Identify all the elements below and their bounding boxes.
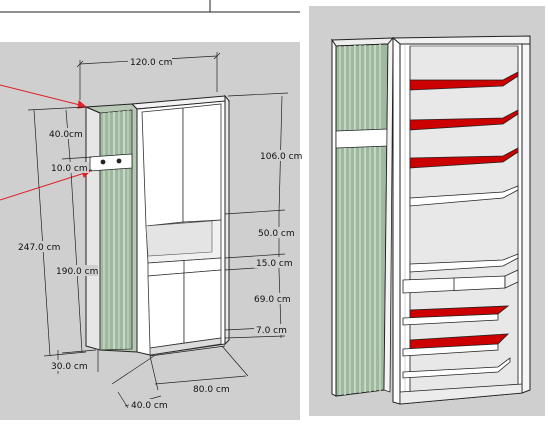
red-leaders: [0, 84, 92, 201]
glass-door: [331, 36, 395, 397]
glass-band: [89, 153, 133, 172]
plinth: [149, 337, 222, 356]
right-view: [309, 6, 545, 416]
niche-back: [145, 220, 213, 257]
shelf-white-2: [409, 253, 519, 273]
glass-surface: [99, 109, 133, 351]
glass-door-band: [335, 128, 389, 149]
label-drawer: 15.0 cm: [256, 259, 293, 269]
lower-right-door: [183, 269, 222, 344]
label-lower-cabinet: 69.0 cm: [254, 295, 291, 305]
label-plinth: 7.0 cm: [256, 326, 287, 336]
glass-side-edge: [85, 106, 101, 351]
glass-panel: [85, 103, 138, 353]
label-open-niche: 50.0 cm: [258, 229, 295, 239]
lower-left-door: [147, 272, 185, 349]
open-cabinet: [391, 35, 531, 405]
knob-icon: [116, 158, 122, 164]
label-cabinet-depth: 40.0 cm: [131, 401, 168, 411]
shelf-white-3: [402, 357, 511, 379]
left-view: 120.0 cm 40.0cm 10.0 cm 247.0 cm 190.0 c…: [0, 42, 302, 420]
label-glass-top: 40.0cm: [49, 130, 83, 140]
label-total-height: 247.0 cm: [18, 243, 60, 253]
label-glass-lower: 190.0 cm: [56, 267, 98, 277]
shelf-red-1: [409, 71, 519, 91]
label-cabinet-width: 80.0 cm: [193, 385, 230, 395]
shelf-white-1: [409, 185, 519, 207]
label-glass-band: 10.0 cm: [51, 164, 88, 174]
shelf-red-3: [409, 147, 519, 169]
upper-right-door: [182, 103, 222, 223]
cabinet-base: [399, 383, 523, 405]
cabinet-body: [130, 94, 230, 356]
label-top-width: 120.0 cm: [130, 58, 172, 68]
upper-left-door: [141, 107, 184, 227]
cabinet-right-side: [224, 94, 230, 346]
shelf-red-2: [409, 109, 519, 131]
label-glass-depth: 30.0 cm: [51, 362, 88, 372]
label-upper-cabinet: 106.0 cm: [260, 152, 302, 162]
glass-door-stripes: [339, 44, 381, 395]
dimension-labels: 120.0 cm 40.0cm 10.0 cm 247.0 cm 190.0 c…: [16, 56, 302, 411]
knob-icon: [100, 159, 106, 165]
